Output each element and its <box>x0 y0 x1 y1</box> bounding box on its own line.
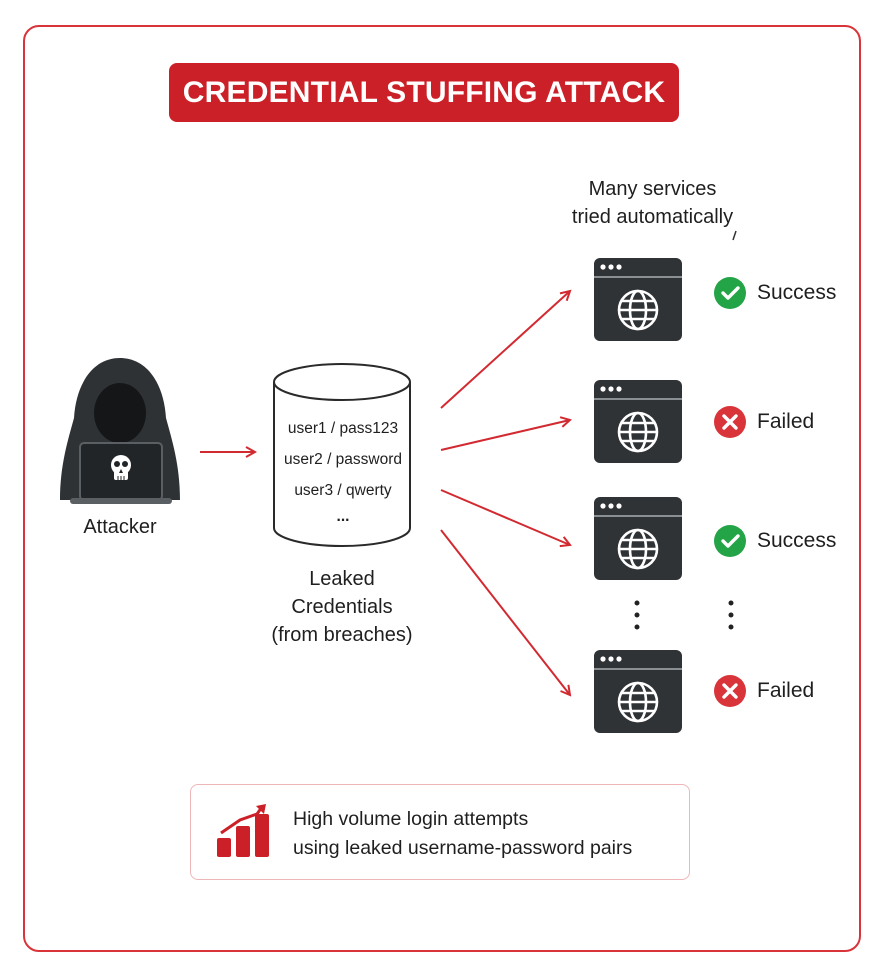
failed-x-icon <box>714 675 746 707</box>
note-box: High volume login attempts using leaked … <box>190 784 690 880</box>
service-window <box>594 497 682 580</box>
credential-entry: user2 / password <box>283 451 403 468</box>
arrow-to-service-2 <box>440 420 570 451</box>
title: CREDENTIAL STUFFING ATTACK <box>182 75 666 109</box>
arrow-to-service-1 <box>440 291 570 409</box>
credential-entry: user1 / pass123 <box>287 420 399 437</box>
credential-entry: user3 / qwerty <box>294 482 392 499</box>
service-window <box>594 258 682 341</box>
service-window <box>594 650 682 733</box>
services-caption-line-1: Many services <box>588 178 717 200</box>
success-check-icon <box>714 277 746 309</box>
attacker-label: Attacker <box>83 516 157 538</box>
note-line-1: High volume login attempts <box>293 808 529 830</box>
globe-icon <box>617 289 659 331</box>
note-line-2: using leaked username-password pairs <box>293 837 633 859</box>
note-text: High volume login attempts using leaked … <box>293 805 632 863</box>
globe-icon <box>617 681 659 723</box>
result-label: Success <box>757 529 837 552</box>
result-label: Failed <box>757 410 815 433</box>
database-label-line-2: Credentials <box>291 596 393 618</box>
diagram-frame <box>23 25 861 952</box>
success-check-icon <box>714 525 746 557</box>
globe-icon <box>617 528 659 570</box>
result-label: Failed <box>757 679 815 702</box>
attacker-icon <box>60 358 180 504</box>
database-label: Leaked Credentials (from breaches) <box>232 565 452 649</box>
skull-icon <box>111 455 131 480</box>
rising-bars-icon <box>217 804 269 857</box>
database-label-line-3: (from breaches) <box>271 624 413 646</box>
services-caption: Many services tried automatically <box>540 175 765 231</box>
arrow-to-service-4 <box>440 529 570 695</box>
database-label-line-1: Leaked <box>309 568 375 590</box>
result-label: Success <box>757 281 837 304</box>
credential-ellipsis: ... <box>336 508 350 525</box>
globe-icon <box>617 411 659 453</box>
failed-x-icon <box>714 406 746 438</box>
vertical-ellipsis <box>634 600 734 630</box>
caption-tick <box>732 230 737 241</box>
services-caption-line-2: tried automatically <box>571 206 734 228</box>
database-icon <box>273 363 411 547</box>
title-banner: CREDENTIAL STUFFING ATTACK <box>169 63 679 122</box>
service-window <box>594 380 682 463</box>
arrow-to-service-3 <box>440 489 570 545</box>
